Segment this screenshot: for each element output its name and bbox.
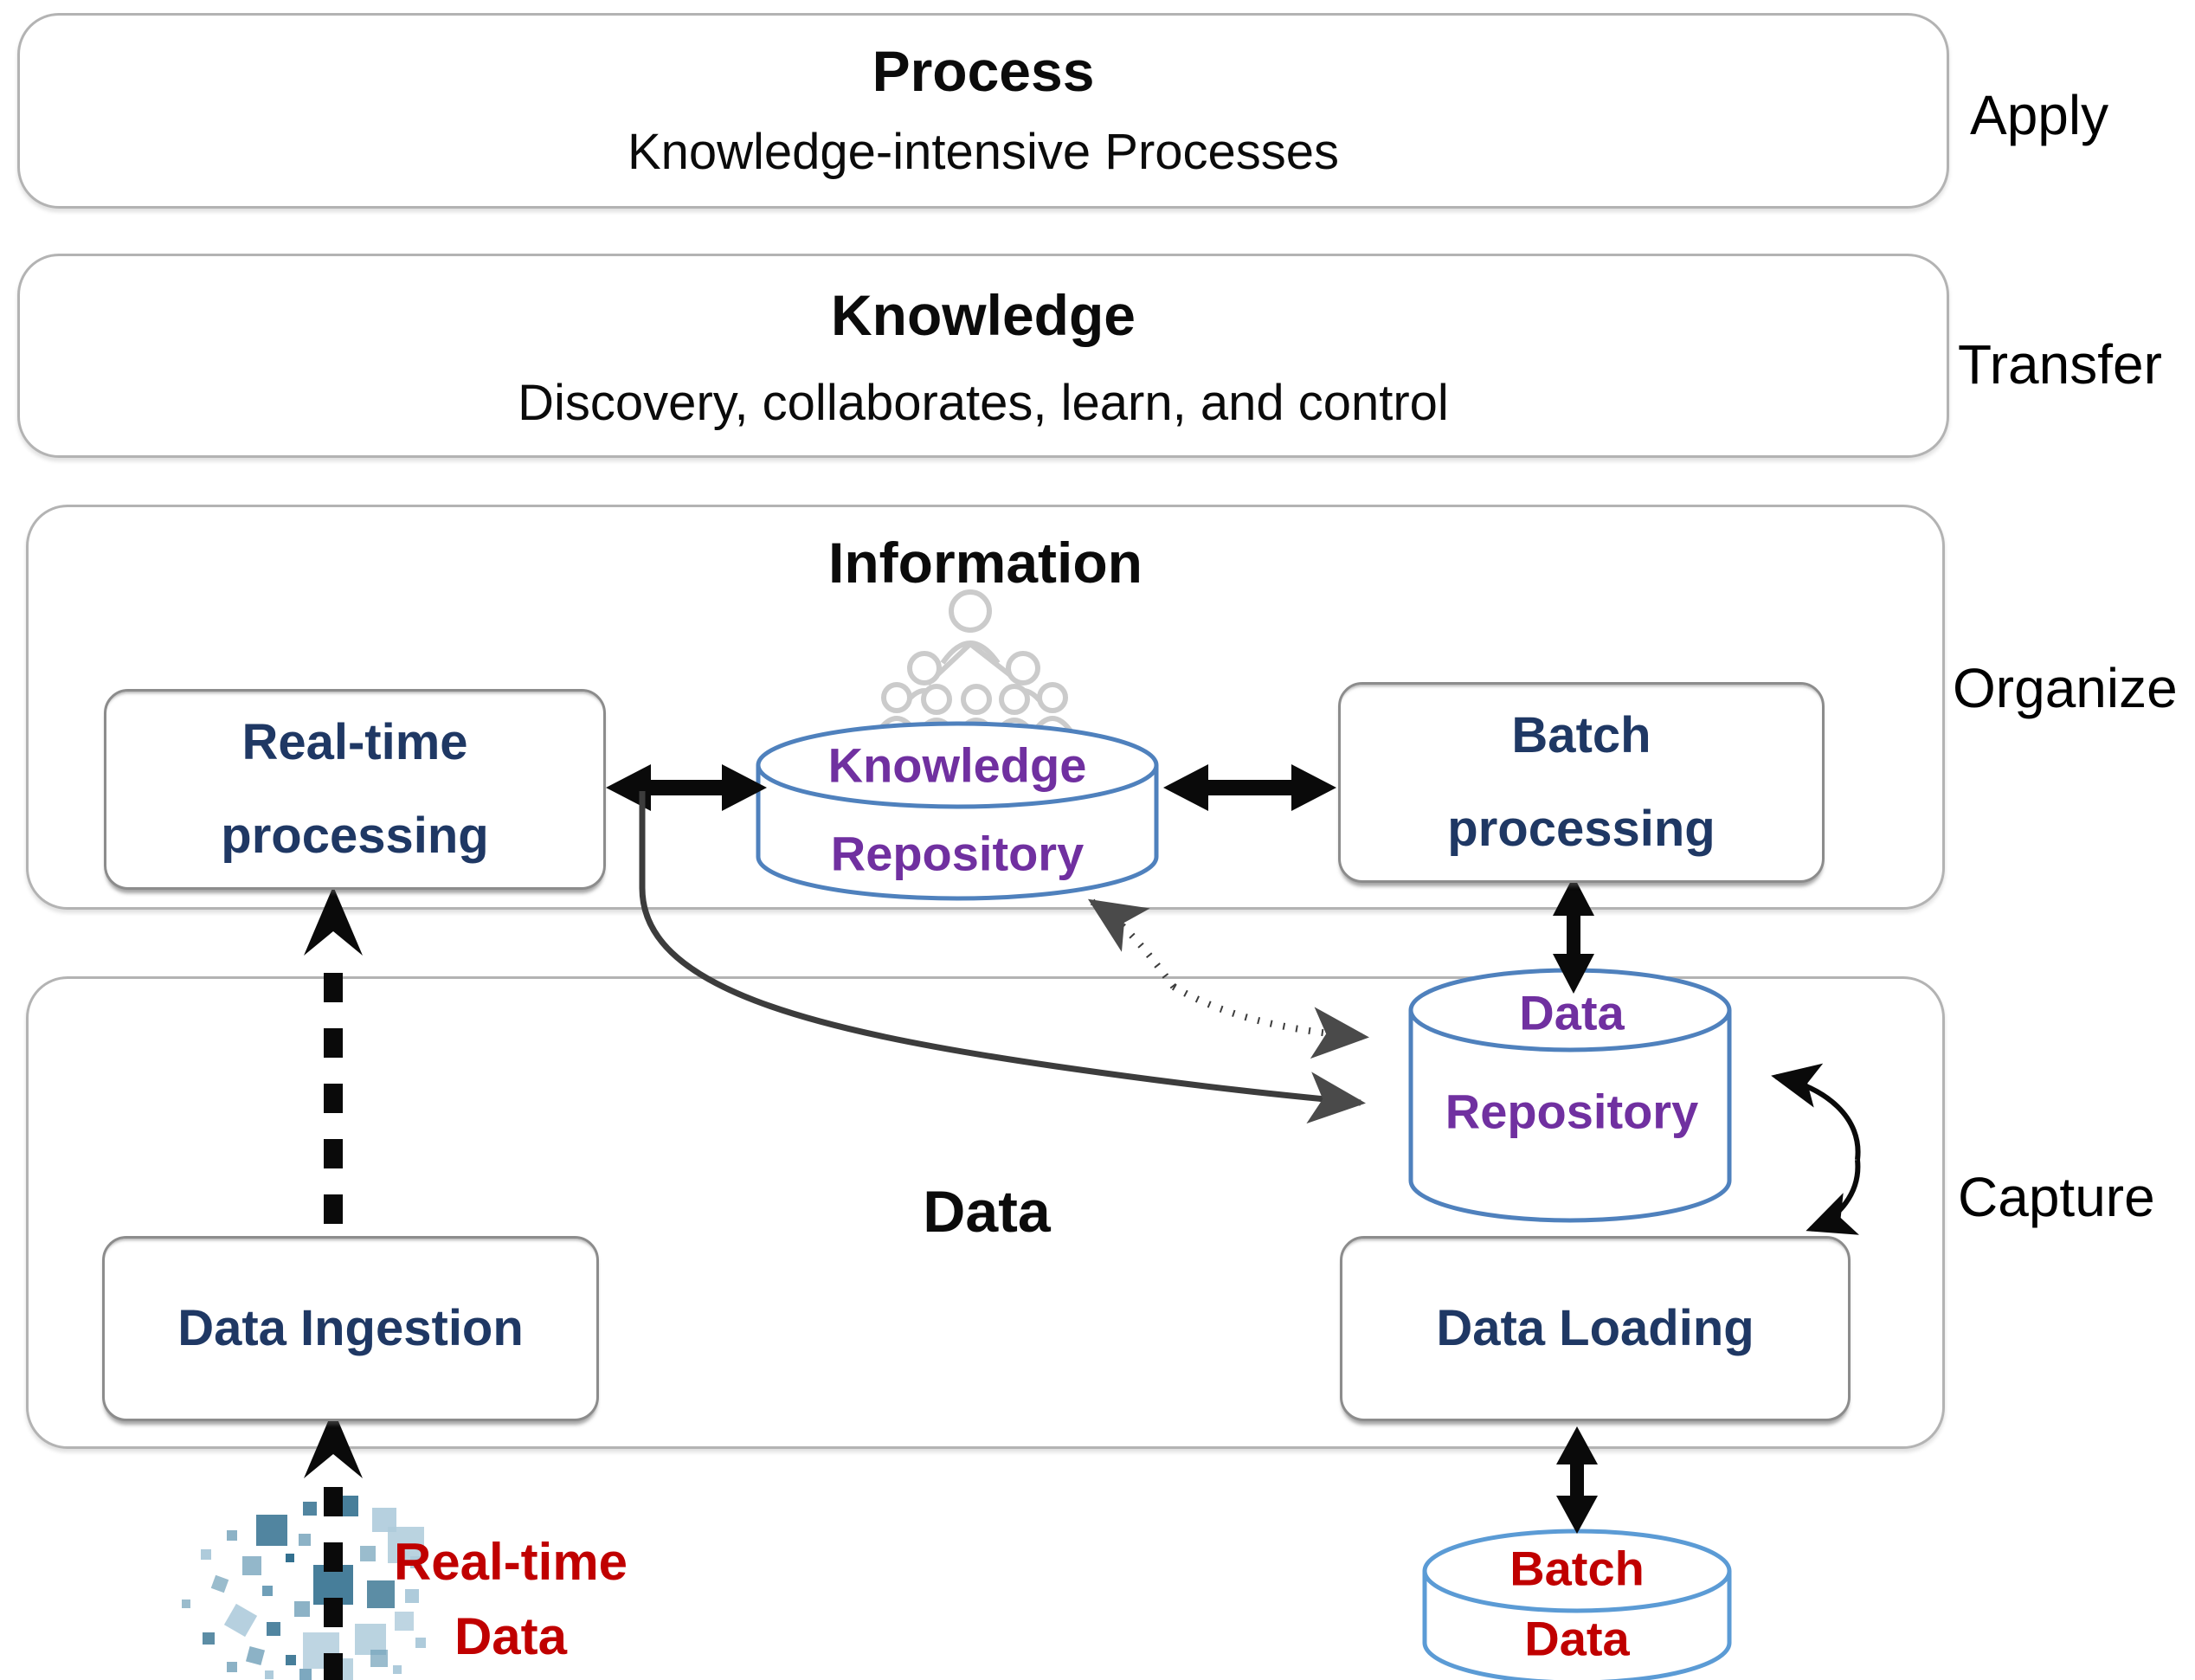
batch-data-line1: Batch <box>1509 1541 1645 1596</box>
layer-data-title: Data <box>923 1179 1051 1245</box>
arrow-realtime-knowledge <box>606 764 767 811</box>
data-repository-line2: Repository <box>1445 1084 1699 1139</box>
arrow-knowledge-datarepo-dotted <box>1171 983 1369 1059</box>
knowledge-repository-line1: Knowledge <box>827 737 1087 793</box>
real-time-processing-line1: Real-time <box>241 714 468 770</box>
node-data-ingestion: Data Ingestion <box>102 1236 599 1421</box>
side-label-organize: Organize <box>1953 657 2178 719</box>
data-ingestion-label: Data Ingestion <box>177 1300 524 1356</box>
side-label-capture: Capture <box>1958 1166 2155 1228</box>
arrow-datarepo-loading-bottom <box>1806 1159 1861 1235</box>
node-real-time-processing: Real-time processing <box>104 689 606 890</box>
node-data-loading: Data Loading <box>1340 1236 1851 1421</box>
layer-knowledge: Knowledge Discovery, collaborates, learn… <box>17 254 1949 458</box>
layer-process: Process Knowledge-intensive Processes <box>17 13 1949 209</box>
arrow-batch-datarepo <box>1553 876 1594 994</box>
real-time-processing-line2: processing <box>221 808 489 864</box>
arrow-rtdata-ingestion <box>304 1409 363 1680</box>
knowledge-repository-line2: Repository <box>830 826 1085 881</box>
batch-processing-line1: Batch <box>1511 707 1651 763</box>
layer-process-subtitle: Knowledge-intensive Processes <box>627 124 1340 180</box>
data-loading-label: Data Loading <box>1436 1300 1754 1356</box>
arrow-datarepo-loading-top <box>1771 1063 1861 1161</box>
batch-processing-line2: processing <box>1447 801 1715 857</box>
batch-data-cylinder <box>1422 1529 1732 1680</box>
layer-process-title: Process <box>872 39 1095 103</box>
arrow-loading-batchdata <box>1556 1426 1598 1534</box>
real-time-data-line2: Data <box>454 1607 568 1665</box>
layer-knowledge-title: Knowledge <box>830 283 1136 347</box>
batch-data-line2: Data <box>1524 1611 1630 1666</box>
arrow-datarepo-knowledge-dotted <box>1087 898 1177 989</box>
node-batch-processing: Batch processing <box>1338 682 1825 883</box>
real-time-data-label: Real-time Data <box>394 1525 628 1674</box>
data-repository-cylinder <box>1408 968 1732 1223</box>
layer-information-title: Information <box>828 531 1143 595</box>
real-time-data-line1: Real-time <box>393 1533 628 1591</box>
pixel-scatter-icon <box>182 1496 426 1680</box>
layer-knowledge-subtitle: Discovery, collaborates, learn, and cont… <box>518 375 1449 431</box>
side-label-transfer: Transfer <box>1958 333 2162 396</box>
arrow-processing-datarepo <box>639 791 1366 1124</box>
data-repository-line1: Data <box>1519 985 1625 1040</box>
knowledge-repository-cylinder <box>756 721 1159 901</box>
side-label-apply: Apply <box>1970 84 2109 146</box>
arrow-knowledge-batch <box>1163 764 1336 811</box>
people-network-icon <box>875 589 1074 736</box>
arrow-ingestion-rtprocessing <box>304 886 363 1224</box>
